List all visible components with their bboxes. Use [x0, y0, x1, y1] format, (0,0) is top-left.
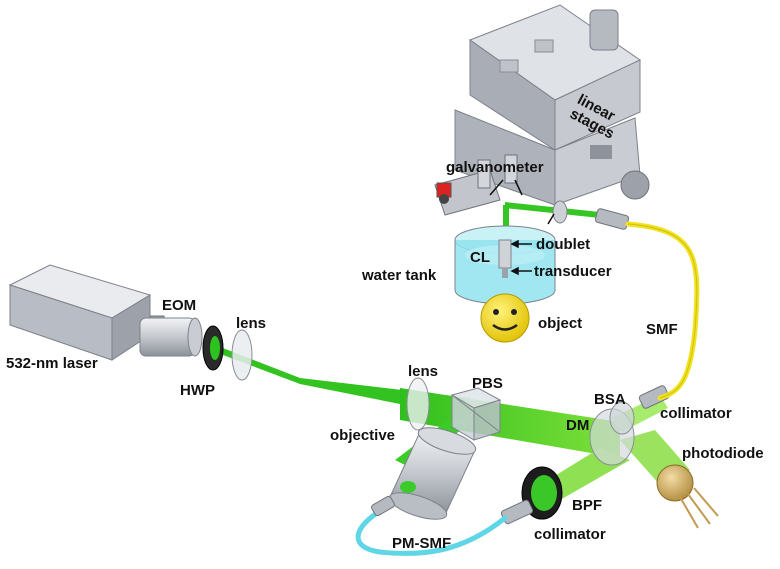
lens-left — [231, 329, 253, 381]
lens-mid — [406, 377, 430, 431]
label-doublet: doublet — [536, 236, 591, 253]
label-water-tank: water tank — [362, 267, 437, 284]
bpf — [521, 466, 563, 520]
bsa — [609, 401, 635, 435]
collimator-top — [552, 200, 630, 230]
label-smf: SMF — [646, 321, 678, 338]
water-tank — [454, 225, 556, 305]
label-lens-left: lens — [236, 315, 267, 332]
galvanometer — [434, 154, 518, 216]
collimator-bottom — [500, 499, 534, 525]
eom — [139, 317, 203, 357]
label-collimator-right: collimator — [660, 405, 732, 422]
label-galvanometer: galvanometer — [446, 159, 544, 176]
collimator-right — [638, 385, 670, 409]
smf-fiber — [625, 221, 700, 401]
label-object: object — [538, 315, 583, 332]
pointer-arrows — [489, 179, 555, 276]
object-smiley — [480, 293, 530, 343]
label-pbs: PBS — [472, 375, 503, 392]
hwp — [202, 325, 224, 371]
pbs — [450, 387, 502, 441]
linear-stages — [454, 4, 650, 206]
label-dm: DM — [566, 417, 590, 434]
label-eom: EOM — [162, 297, 197, 314]
label-pm-smf: PM-SMF — [392, 535, 452, 552]
label-collimator-bottom: collimator — [534, 526, 606, 543]
label-cl: CL — [470, 249, 490, 266]
label-photodiode: photodiode — [682, 445, 764, 462]
photodiode — [656, 464, 719, 529]
pm-smf-fiber — [355, 505, 508, 556]
label-lens-mid: lens — [408, 363, 439, 380]
label-objective: objective — [330, 427, 396, 444]
objective — [388, 427, 477, 520]
label-hwp: HWP — [180, 382, 215, 399]
label-laser: 532-nm laser — [6, 355, 98, 372]
label-bpf: BPF — [572, 497, 602, 514]
label-bsa: BSA — [594, 391, 626, 408]
label-transducer: transducer — [534, 263, 612, 280]
